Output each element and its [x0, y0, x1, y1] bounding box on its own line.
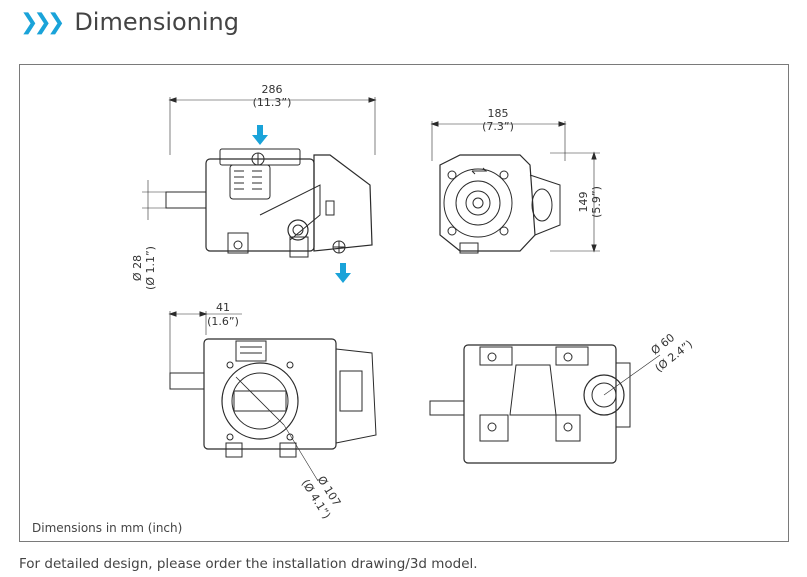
dim-width-inch: (7.3”) — [482, 120, 514, 133]
dim-height-inch: (5.9”) — [590, 186, 603, 218]
bottom-view — [429, 344, 661, 464]
dimension-drawing-frame: 286 (11.3”) 185 (7.3”) 149 (5.9”) Ø 28 (… — [19, 64, 789, 542]
footer-note: For detailed design, please order the in… — [19, 556, 478, 572]
side-view — [142, 97, 377, 283]
front-view — [430, 121, 600, 254]
technical-drawing: 286 (11.3”) 185 (7.3”) 149 (5.9”) Ø 28 (… — [131, 83, 695, 521]
units-note: Dimensions in mm (inch) — [32, 521, 183, 535]
dim-overall-length: 286 — [262, 83, 283, 96]
dim-overall-length-inch: (11.3”) — [253, 96, 292, 109]
section-title: Dimensioning — [74, 8, 239, 36]
dim-height: 149 — [577, 192, 590, 213]
triple-chevron-right-icon: ❯❯❯ — [20, 9, 65, 35]
dim-width: 185 — [488, 107, 509, 120]
dim-shaft-diameter: Ø 28 — [131, 255, 144, 281]
section-header: ❯❯❯ Dimensioning — [20, 4, 239, 40]
top-view — [168, 311, 377, 482]
dim-shaft-length-inch: (1.6”) — [207, 315, 239, 328]
dim-shaft-diameter-inch: (Ø 1.1”) — [144, 246, 157, 290]
dim-shaft-length: 41 — [216, 301, 230, 314]
